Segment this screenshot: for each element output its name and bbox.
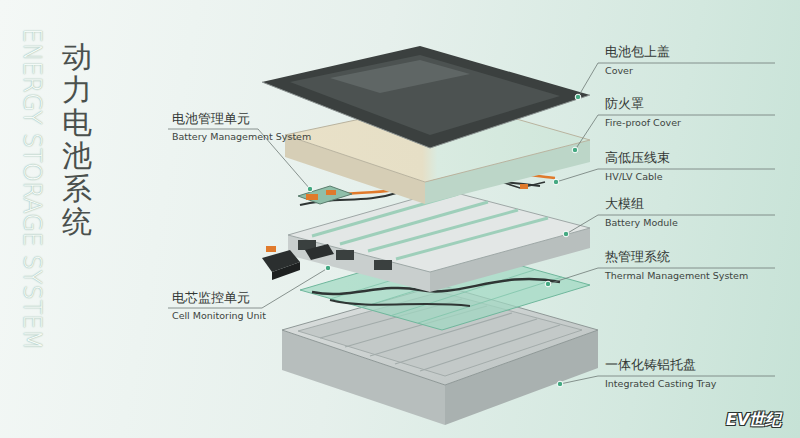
part-name-en: Battery Management System: [172, 131, 311, 142]
part-name-en: HV/LV Cable: [605, 171, 663, 182]
part-name-cn: 热管理系统: [605, 249, 670, 265]
part-name-cn: 大模组: [605, 196, 644, 212]
part-name-en: Battery Module: [605, 217, 678, 228]
part-name-cn: 高低压线束: [605, 150, 670, 166]
part-name-en: Thermal Management System: [605, 270, 748, 281]
watermark: EV世纪: [726, 410, 781, 429]
battery-module: [288, 190, 590, 292]
vertical-english-title: ENERGY STORAGE SYSTEM: [17, 28, 46, 350]
part-name-en: Integrated Casting Tray: [605, 378, 716, 389]
part-name-en: Cover: [605, 65, 633, 76]
vertical-chinese-title: 动力电池系统: [62, 40, 92, 238]
part-name-cn: 防火罩: [605, 96, 644, 112]
leader-lines: [168, 63, 775, 384]
leader-dots: [307, 94, 581, 387]
part-name-cn: 一体化铸铝托盘: [605, 357, 696, 373]
part-name-cn: 电芯监控单元: [172, 290, 250, 306]
part-name-cn: 电池包上盖: [605, 44, 670, 60]
bms-board: [298, 186, 352, 204]
part-name-en: Fire-proof Cover: [605, 117, 681, 128]
part-name-cn: 电池管理单元: [172, 111, 250, 127]
cell-monitoring-units: [262, 244, 334, 280]
part-name-en: Cell Monitoring Unit: [172, 310, 266, 321]
